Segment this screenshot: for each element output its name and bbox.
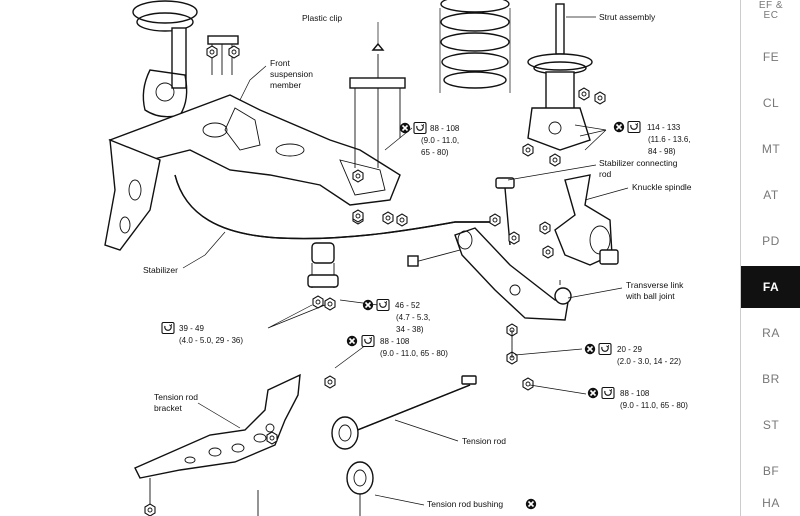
- tab-br[interactable]: BR: [762, 372, 780, 386]
- svg-text:88 - 108: 88 - 108: [430, 124, 460, 133]
- tab-ha[interactable]: HA: [762, 496, 780, 510]
- section-tab-bar: EF & EC FE CL MT AT PD FA RA BR ST BF HA: [740, 0, 800, 516]
- stabilizer-bushing-bracket: [307, 211, 408, 311]
- torque-wrench-icon: [413, 121, 427, 135]
- svg-text:(9.0 - 11.0, 65 - 80): (9.0 - 11.0, 65 - 80): [380, 349, 448, 358]
- torque-spec-3: 46 - 52 (4.7 - 5.3, 34 - 38): [361, 298, 430, 334]
- knuckle-spindle: [539, 174, 619, 266]
- stabilizer-connecting-rod-label-1: Stabilizer connecting: [599, 158, 678, 168]
- svg-text:(4.7 - 5.3,: (4.7 - 5.3,: [396, 313, 430, 322]
- svg-text:(11.6 - 13.6,: (11.6 - 13.6,: [648, 135, 691, 144]
- plastic-clip-label: Plastic clip: [302, 13, 342, 23]
- svg-text:(2.0 - 3.0, 14 - 22): (2.0 - 3.0, 14 - 22): [617, 357, 681, 366]
- torque-wrench-icon: [601, 386, 615, 400]
- front-suspension-member-label-1: Front: [270, 58, 290, 68]
- torque-wrench-icon: [161, 321, 175, 335]
- torque-spec-1: 88 - 108 (9.0 - 11.0, 65 - 80): [398, 121, 460, 157]
- tab-st[interactable]: ST: [762, 418, 780, 432]
- tab-ef-ec[interactable]: EF & EC: [758, 0, 784, 21]
- tab-pd[interactable]: PD: [762, 234, 780, 248]
- left-bolt-group: [206, 35, 240, 75]
- svg-text:88 - 108: 88 - 108: [620, 389, 650, 398]
- strut-assembly: [522, 3, 606, 167]
- torque-wrench-icon: [627, 120, 641, 134]
- replace-icon: [586, 386, 600, 400]
- torque-wrench-icon: [376, 298, 390, 312]
- tab-ra[interactable]: RA: [762, 326, 780, 340]
- svg-text:65 - 80): 65 - 80): [421, 148, 449, 157]
- svg-text:(4.0 - 5.0, 29 - 36): (4.0 - 5.0, 29 - 36): [179, 336, 243, 345]
- tension-rod-bracket-label-2: bracket: [154, 403, 183, 413]
- torque-spec-7: 88 - 108 (9.0 - 11.0, 65 - 80): [586, 386, 688, 410]
- svg-text:(9.0 - 11.0, 65 - 80): (9.0 - 11.0, 65 - 80): [620, 401, 688, 410]
- tension-rod-bracket-label-1: Tension rod: [154, 392, 198, 402]
- tab-bf[interactable]: BF: [762, 464, 780, 478]
- tab-fa[interactable]: FA: [741, 266, 800, 308]
- knuckle-spindle-label: Knuckle spindle: [632, 182, 692, 192]
- replace-icon: [524, 497, 538, 511]
- torque-spec-2: 114 - 133 (11.6 - 13.6, 84 - 98): [612, 120, 691, 156]
- front-suspension-member-label-2: suspension: [270, 69, 313, 79]
- svg-text:34 - 38): 34 - 38): [396, 325, 424, 334]
- tension-rod-bushing: [346, 461, 374, 516]
- transverse-link-label-2: with ball joint: [625, 291, 675, 301]
- front-suspension-exploded-diagram: Plastic clip Strut assembly Front suspen…: [104, 0, 692, 516]
- torque-spec-4: 39 - 49 (4.0 - 5.0, 29 - 36): [161, 321, 243, 345]
- torque-spec-6: 20 - 29 (2.0 - 3.0, 14 - 22): [583, 342, 681, 366]
- replace-icon: [612, 121, 626, 133]
- svg-text:39 - 49: 39 - 49: [179, 324, 204, 333]
- svg-text:20 - 29: 20 - 29: [617, 345, 642, 354]
- transverse-link: [407, 227, 572, 391]
- tab-cl[interactable]: CL: [762, 96, 780, 110]
- replace-icon: [398, 122, 412, 134]
- svg-text:(9.0 - 11.0,: (9.0 - 11.0,: [421, 136, 459, 145]
- tension-rod-label: Tension rod: [462, 436, 506, 446]
- svg-text:46 - 52: 46 - 52: [395, 301, 420, 310]
- plastic-clip-assembly: [349, 42, 406, 223]
- tab-fe[interactable]: FE: [762, 50, 780, 64]
- tension-rod: [331, 375, 477, 450]
- torque-wrench-icon: [598, 342, 612, 356]
- strut-assembly-label: Strut assembly: [599, 12, 656, 22]
- torque-spec-5: 88 - 108 (9.0 - 11.0, 65 - 80): [345, 334, 448, 358]
- svg-text:84 - 98): 84 - 98): [648, 147, 676, 156]
- svg-text:114 - 133: 114 - 133: [647, 123, 681, 132]
- transverse-link-label-1: Transverse link: [626, 280, 684, 290]
- tab-mt[interactable]: MT: [761, 142, 781, 156]
- part-labels: Plastic clip Strut assembly Front suspen…: [143, 12, 692, 511]
- stabilizer-connecting-rod-label-2: rod: [599, 169, 612, 179]
- stabilizer-connecting-rod: [489, 177, 520, 246]
- replace-icon: [583, 342, 597, 356]
- tension-rod-bushing-label: Tension rod bushing: [427, 499, 503, 509]
- torque-wrench-icon: [361, 334, 375, 348]
- stabilizer-label: Stabilizer: [143, 265, 178, 275]
- svg-text:88 - 108: 88 - 108: [380, 337, 410, 346]
- replace-icon: [361, 298, 375, 312]
- coil-spring: [439, 0, 511, 93]
- tab-at[interactable]: AT: [763, 188, 779, 202]
- left-strut-assembly: [132, 0, 198, 118]
- tension-rod-bracket: [134, 373, 336, 516]
- stabilizer-bar: [174, 174, 498, 240]
- replace-icon: [345, 334, 359, 348]
- front-suspension-member-label-3: member: [270, 80, 301, 90]
- front-suspension-member: [104, 94, 401, 251]
